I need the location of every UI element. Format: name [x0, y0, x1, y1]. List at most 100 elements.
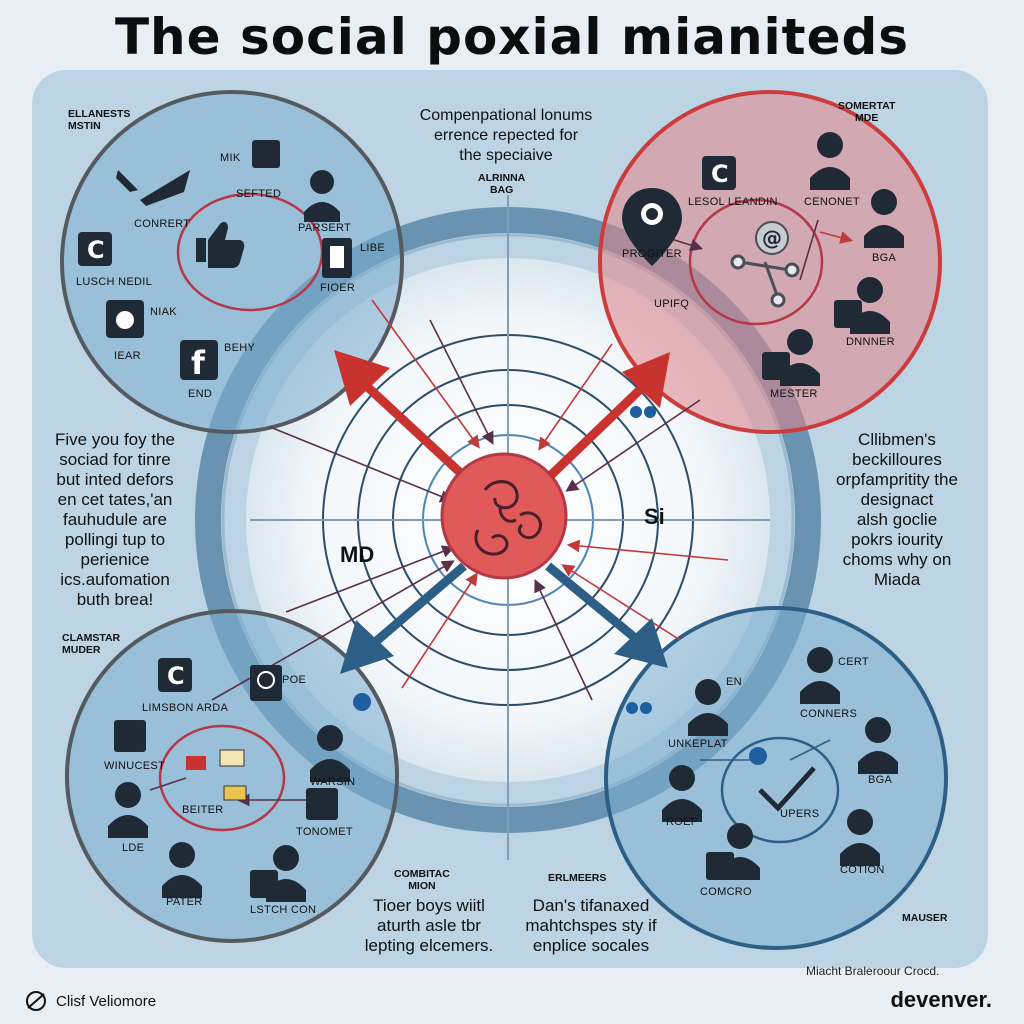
app-tile-icon — [834, 300, 862, 328]
arrow-head-top-left — [334, 350, 390, 406]
label: UPERS — [780, 808, 820, 820]
label: IEAR — [114, 350, 141, 362]
c-app-icon — [702, 156, 736, 190]
top-caption: Compenpational lonums errence repected f… — [419, 107, 593, 164]
center-hub — [440, 452, 568, 580]
quadrant-top-right-header: SOMERTAT MDE — [838, 100, 896, 124]
app-tile-icon — [252, 140, 280, 168]
person-icon — [662, 765, 702, 822]
label: LSTCH CON — [250, 904, 317, 916]
label: LIBE — [360, 242, 386, 254]
bottom-right-caption-header: ERLMEERS — [548, 872, 607, 884]
label: BGA — [868, 774, 893, 786]
label: TONOMET — [296, 826, 353, 838]
center-label-right: Si — [644, 504, 665, 529]
arrow-to-top-left — [356, 376, 470, 482]
label: DNNNER — [846, 336, 895, 348]
label: EN — [726, 676, 742, 688]
label: UNKEPLAT — [668, 738, 728, 750]
quadrant-top-right-circle — [598, 90, 942, 434]
label: CONNERS — [800, 708, 858, 720]
folder-icons — [186, 749, 247, 801]
person-icon — [310, 725, 350, 782]
app-tile-icon — [306, 788, 338, 820]
label: ROEF — [666, 816, 698, 828]
label: LDE — [122, 842, 145, 854]
svg-text:C: C — [167, 662, 185, 690]
label: PARSERT — [298, 222, 352, 234]
footer-right-brand: devenver. — [890, 987, 992, 1012]
person-icon — [162, 842, 202, 898]
label: NIAK — [150, 306, 177, 318]
quadrant-bottom-right-header: MAUSER — [902, 912, 948, 924]
top-small-label: ALRINNA BAG — [478, 172, 526, 196]
left-paragraph: Five you foy the sociad for tinre but in… — [54, 430, 175, 609]
person-icon — [800, 647, 840, 704]
quadrant-top-left-header: ELLANESTS MSTIN — [68, 108, 131, 132]
label: POE — [282, 674, 307, 686]
chat-bubble-icons — [353, 406, 767, 765]
c-app-icon — [158, 658, 192, 692]
label: WARSIN — [310, 776, 356, 788]
label: SEFTED — [236, 188, 282, 200]
app-tiles: C C C f — [78, 140, 862, 898]
inner-circle-bottom-right — [720, 736, 840, 844]
main-arrows — [334, 350, 670, 674]
app-tile-icon — [250, 870, 278, 898]
person-icon — [864, 189, 904, 248]
footer-left: Clisf Veliomore — [24, 990, 156, 1012]
person-icon — [304, 170, 340, 222]
label: LIMSBON ARDA — [142, 702, 229, 714]
page-title: The social poxial mianiteds — [114, 8, 910, 66]
thumbs-up-icon — [196, 221, 245, 268]
app-tile-icon — [114, 720, 146, 752]
facebook-icon — [180, 340, 218, 380]
at-sign-icon: @ — [755, 221, 789, 255]
quadrant-bottom-left-circle — [65, 609, 399, 943]
right-paragraph: Cllibmen's beckilloures orpfampritity th… — [836, 430, 958, 589]
svg-text:@: @ — [762, 226, 782, 250]
label: CONRERT — [134, 218, 191, 230]
connector-arrows — [149, 219, 854, 807]
person-icon — [810, 132, 850, 190]
label: LUSCH NEDIL — [76, 276, 153, 288]
label: CERT — [838, 656, 869, 668]
label: BEHY — [224, 342, 256, 354]
credit-text: Miacht Braleroour Crocd. — [806, 964, 940, 978]
person-icon — [858, 717, 898, 774]
arrow-to-bottom-right — [545, 562, 643, 646]
bottom-right-caption: Dan's tifanaxed mahtchspes sty if enplic… — [525, 896, 657, 955]
quadrant-bottom-left-header: CLAMSTAR MUDER — [62, 632, 121, 656]
svg-text:f: f — [191, 344, 206, 382]
bottom-left-caption-header: COMBITAC MION — [394, 868, 450, 892]
label: COTION — [840, 864, 885, 876]
app-tile-icon — [706, 852, 734, 880]
arrow-head-bottom-right — [614, 618, 668, 668]
person-icon — [688, 679, 728, 736]
label: UPIFQ — [654, 298, 690, 310]
brand-logo-icon — [26, 991, 46, 1011]
app-tile-icon — [762, 352, 790, 380]
app-tile-icon — [250, 665, 282, 701]
arrow-to-top-right — [544, 376, 654, 482]
label: END — [188, 388, 213, 400]
footer-left-text: Clisf Veliomore — [56, 992, 157, 1010]
c-app-icon — [78, 232, 112, 266]
label: MIK — [220, 152, 241, 164]
label: WINUCEST — [104, 760, 166, 772]
label: PROGITER — [622, 248, 682, 260]
label: BEITER — [182, 804, 224, 816]
location-pin-icon — [622, 188, 682, 266]
bottom-left-caption: Tioer boys wiitl aturth asle tbr lepting… — [364, 896, 494, 955]
arrow-head-bottom-left — [340, 620, 394, 674]
svg-text:C: C — [87, 236, 105, 264]
arrow-head-top-right — [622, 352, 670, 408]
network-molecule-icon — [730, 254, 800, 308]
label: CENONET — [804, 196, 860, 208]
label: MESTER — [770, 388, 818, 400]
center-label-left: MD — [340, 542, 375, 567]
label: FIOER — [320, 282, 356, 294]
checkmark-icon — [758, 766, 816, 812]
